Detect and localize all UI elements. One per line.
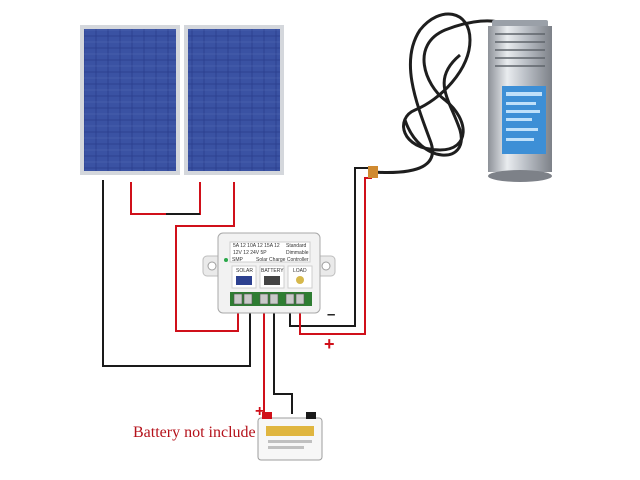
battery [257, 412, 323, 461]
controller-mode-2: Dimmable [286, 250, 309, 256]
battery-plus-sign: + [255, 403, 265, 420]
charge-controller [202, 232, 336, 314]
cable-connector [368, 166, 378, 178]
controller-label-battery: BATTERY [261, 268, 284, 274]
controller-mode-1: Standard [286, 243, 307, 249]
solar-panel-left [80, 25, 180, 175]
load-minus-sign: – [327, 306, 336, 323]
load-wiring [289, 167, 372, 335]
solar-panel-right [184, 25, 284, 175]
controller-brand: SMP [232, 257, 243, 263]
controller-label-solar: SOLAR [236, 268, 253, 274]
battery-caption: Battery not include [133, 424, 256, 441]
controller-spec-line-2: 12V 12 24V 5P [233, 250, 267, 256]
submersible-pump [488, 20, 552, 182]
pump-cable [371, 12, 506, 175]
battery-wiring [263, 312, 293, 414]
controller-spec-line-1: 5A 12 10A 12 15A 12 [233, 243, 280, 249]
panel-wiring [102, 180, 251, 367]
controller-label-load: LOAD [293, 268, 307, 274]
status-led [224, 258, 228, 262]
load-plus-sign: + [324, 334, 335, 354]
controller-title: Solar Charge Controller [256, 257, 309, 263]
